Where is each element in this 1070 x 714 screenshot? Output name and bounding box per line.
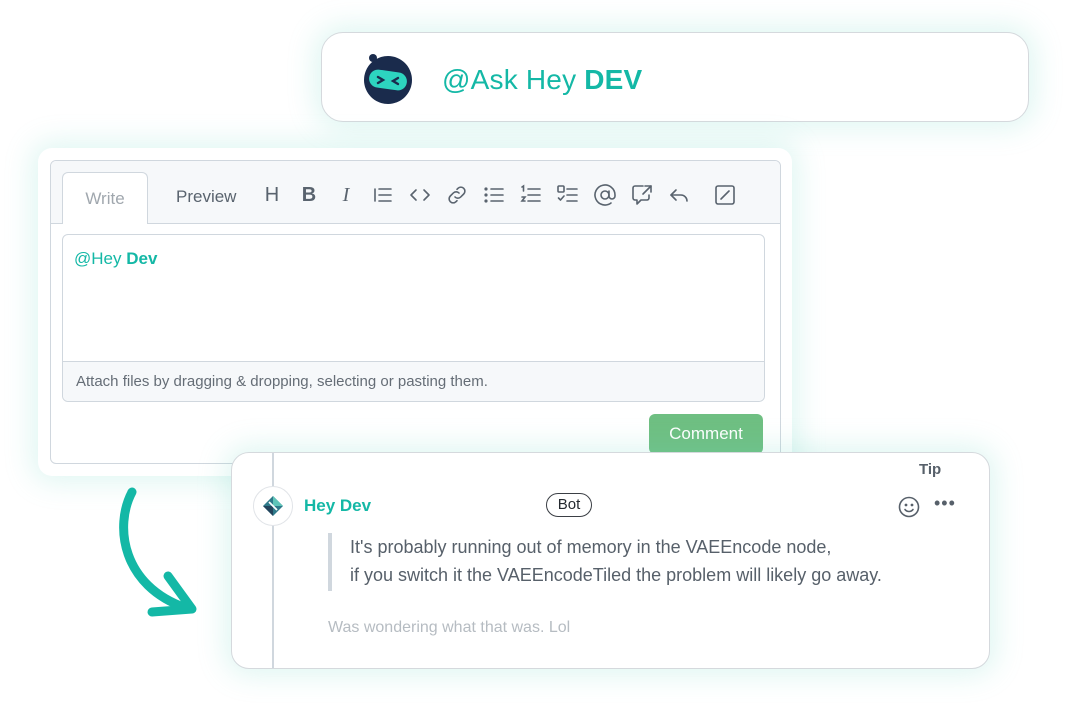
quote-line: It's probably running out of memory in t… bbox=[350, 537, 832, 557]
banner-title: @Ask Hey DEV bbox=[442, 64, 643, 95]
heading-button[interactable]: H bbox=[264, 184, 280, 206]
comment-editor: Write Preview H B I bbox=[50, 160, 781, 464]
saved-reply-button[interactable] bbox=[667, 183, 691, 207]
bulleted-list-icon bbox=[484, 187, 504, 203]
cross-reference-icon bbox=[632, 185, 652, 205]
tab-preview[interactable]: Preview bbox=[176, 187, 237, 206]
code-icon bbox=[410, 189, 430, 201]
more-options-button[interactable]: ••• bbox=[934, 493, 956, 513]
cross-reference-button[interactable] bbox=[630, 183, 654, 207]
bot-badge: Bot bbox=[546, 493, 592, 517]
quoted-reply: It's probably running out of memory in t… bbox=[328, 533, 930, 591]
mention-text: @Hey Dev bbox=[74, 249, 158, 268]
ask-hey-dev-banner: @Ask Hey DEV bbox=[321, 32, 1029, 122]
ninja-logo-icon bbox=[364, 54, 412, 104]
avatar[interactable] bbox=[253, 486, 293, 526]
task-list-icon bbox=[557, 185, 578, 202]
numbered-list-icon bbox=[520, 184, 541, 202]
task-list-button[interactable] bbox=[556, 183, 580, 207]
tab-write[interactable]: Write bbox=[62, 172, 148, 224]
at-sign-icon bbox=[594, 184, 616, 206]
code-button[interactable] bbox=[408, 183, 432, 207]
edit-square-icon bbox=[715, 185, 735, 205]
bot-comment-card: Tip Hey Dev Bot ••• It's probably runnin… bbox=[231, 452, 990, 669]
tip-label: Tip bbox=[919, 461, 942, 478]
link-icon bbox=[448, 186, 466, 204]
bold-button[interactable]: B bbox=[301, 184, 317, 206]
quote-button[interactable] bbox=[371, 183, 395, 207]
mention-button[interactable] bbox=[593, 183, 617, 207]
curved-arrow-icon bbox=[119, 487, 197, 617]
comment-editor-card: Write Preview H B I bbox=[38, 148, 792, 476]
reply-text: Was wondering what that was. Lol bbox=[328, 619, 571, 636]
link-button[interactable] bbox=[445, 183, 469, 207]
fullscreen-edit-button[interactable] bbox=[713, 183, 737, 207]
ordered-list-button[interactable] bbox=[519, 183, 543, 207]
comment-textarea[interactable]: @Hey Dev Attach files by dragging & drop… bbox=[62, 234, 765, 402]
quote-line: if you switch it the VAEEncodeTiled the … bbox=[350, 565, 882, 585]
timeline-line bbox=[272, 453, 274, 668]
unordered-list-button[interactable] bbox=[482, 183, 506, 207]
editor-toolbar: Write Preview H B I bbox=[51, 161, 780, 224]
hey-dev-logo-icon bbox=[263, 496, 283, 516]
smiley-icon[interactable] bbox=[898, 496, 920, 518]
quote-icon bbox=[374, 188, 392, 202]
comment-button[interactable]: Comment bbox=[649, 414, 763, 454]
italic-button[interactable]: I bbox=[342, 184, 350, 206]
reply-icon bbox=[670, 189, 688, 202]
attach-files-hint[interactable]: Attach files by dragging & dropping, sel… bbox=[63, 361, 764, 401]
comment-author[interactable]: Hey Dev bbox=[304, 496, 372, 515]
